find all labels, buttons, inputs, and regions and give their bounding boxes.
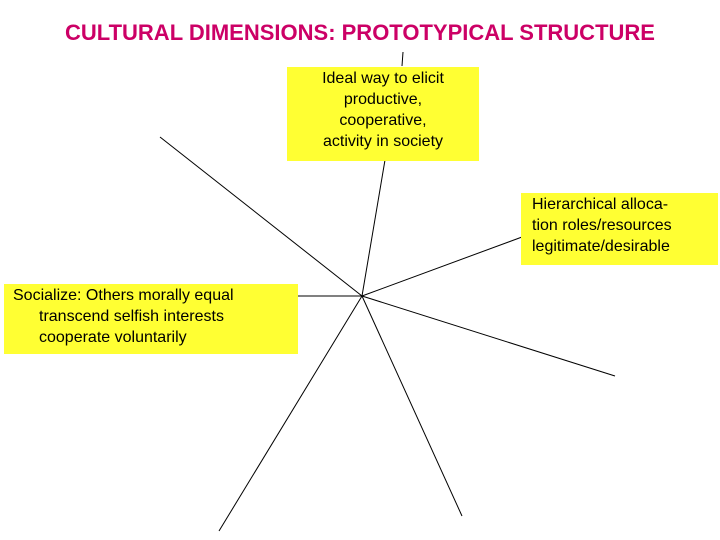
- box-top-line: cooperative,: [339, 112, 427, 129]
- line-to-right-box: [361, 236, 523, 297]
- box-hierarchical-allocation: Hierarchical alloca- tion roles/resource…: [521, 193, 718, 265]
- page-title: CULTURAL DIMENSIONS: PROTOTYPICAL STRUCT…: [65, 20, 655, 45]
- box-socialize: Socialize: Others morally equal transcen…: [4, 284, 298, 354]
- line-to-lower-left: [218, 295, 363, 532]
- line-to-top-cap: [401, 51, 404, 67]
- line-to-upper-left: [159, 136, 363, 297]
- box-top-line: Ideal way to elicit: [322, 70, 444, 87]
- box-right-line: tion roles/resources: [532, 217, 672, 234]
- line-to-top: [361, 159, 386, 297]
- box-top-line: activity in society: [322, 133, 444, 150]
- line-to-lower-right: [361, 295, 616, 377]
- box-left-line: Socialize: Others morally equal: [13, 287, 234, 304]
- box-ideal-way: Ideal way to elicit productive, cooperat…: [287, 67, 479, 161]
- box-right-line: legitimate/desirable: [532, 238, 670, 255]
- line-to-bottom: [361, 295, 463, 517]
- box-left-line: transcend selfish interests: [39, 308, 224, 325]
- box-right-line: Hierarchical alloca-: [532, 196, 669, 213]
- box-top-line: productive,: [343, 91, 423, 108]
- box-left-line: cooperate voluntarily: [39, 329, 187, 346]
